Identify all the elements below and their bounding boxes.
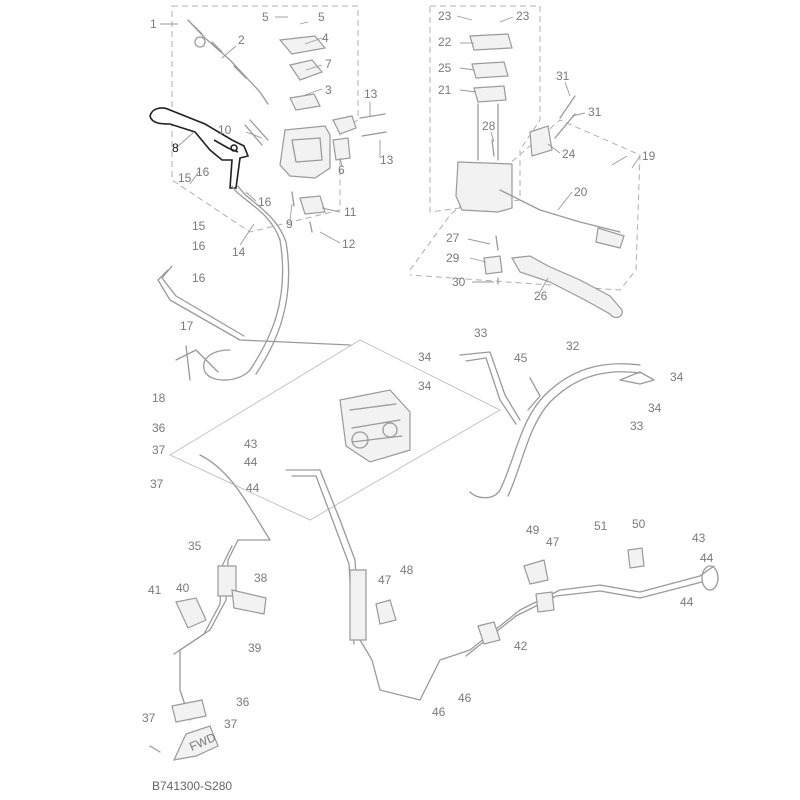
callout-31: 31	[556, 69, 570, 83]
callout-5: 5	[318, 10, 325, 24]
callout-37: 37	[224, 717, 238, 731]
callout-36: 36	[236, 695, 250, 709]
callout-3: 3	[325, 83, 332, 97]
callout-46: 46	[458, 691, 472, 705]
callout-44: 44	[700, 551, 714, 565]
rear-brake-hoses	[459, 351, 655, 499]
callout-50: 50	[632, 517, 646, 531]
fwd-arrow-icon: FWD	[172, 725, 219, 761]
callout-19: 19	[642, 149, 656, 163]
callout-34: 34	[670, 370, 684, 384]
abs-modulator	[339, 389, 411, 463]
callout-10: 10	[218, 123, 232, 137]
callout-9: 9	[286, 217, 293, 231]
callout-27: 27	[446, 231, 460, 245]
callout-13: 13	[364, 87, 378, 101]
callout-25: 25	[438, 61, 452, 75]
callout-14: 14	[232, 245, 246, 259]
callout-37: 37	[142, 711, 156, 725]
callout-44: 44	[680, 595, 694, 609]
callout-24: 24	[562, 147, 576, 161]
callout-43: 43	[692, 531, 706, 545]
callout-22: 22	[438, 35, 452, 49]
callout-1: 1	[150, 17, 157, 31]
callout-17: 17	[180, 319, 194, 333]
callout-40: 40	[176, 581, 190, 595]
callout-48: 48	[400, 563, 414, 577]
callout-20: 20	[574, 185, 588, 199]
callout-36: 36	[152, 421, 166, 435]
lower-brake-lines	[149, 454, 719, 753]
callout-16: 16	[196, 165, 210, 179]
callout-35: 35	[188, 539, 202, 553]
front-brake-lever[interactable]	[149, 107, 250, 189]
front-master-cylinder-outline	[171, 5, 359, 233]
callout-7: 7	[325, 57, 332, 71]
callout-43: 43	[244, 437, 258, 451]
callout-47: 47	[546, 535, 560, 549]
callout-23: 23	[516, 9, 530, 23]
rear-master-cylinder	[455, 33, 625, 285]
callout-41: 41	[148, 583, 162, 597]
callout-44: 44	[246, 481, 260, 495]
rear-master-cylinder-outline	[429, 5, 541, 213]
rear-assembly-outline	[409, 119, 641, 291]
callout-26: 26	[534, 289, 548, 303]
callout-11: 11	[344, 205, 357, 219]
callout-28: 28	[482, 119, 496, 133]
diagram-code: B741300-S280	[152, 779, 233, 793]
callout-51: 51	[594, 519, 608, 533]
callout-38: 38	[254, 571, 268, 585]
callout-23: 23	[438, 9, 452, 23]
callout-34: 34	[418, 350, 432, 364]
callout-29: 29	[446, 251, 460, 265]
callout-37: 37	[150, 477, 164, 491]
rear-brake-pedal	[511, 255, 623, 319]
callout-16: 16	[192, 239, 206, 253]
callout-15: 15	[192, 219, 206, 233]
callout-16: 16	[258, 195, 272, 209]
callout-42: 42	[514, 639, 528, 653]
callout-16: 16	[192, 271, 206, 285]
callout-34: 34	[648, 401, 662, 415]
callout-8: 8	[172, 141, 179, 155]
callout-47: 47	[378, 573, 392, 587]
callout-13: 13	[380, 153, 394, 167]
callout-31: 31	[588, 105, 602, 119]
callout-44: 44	[244, 455, 258, 469]
callout-30: 30	[452, 275, 466, 289]
callout-15: 15	[178, 171, 192, 185]
callout-33: 33	[474, 326, 488, 340]
callout-49: 49	[526, 523, 540, 537]
callout-45: 45	[514, 351, 528, 365]
callout-2: 2	[238, 33, 245, 47]
callout-4: 4	[322, 31, 329, 45]
callout-46: 46	[432, 705, 446, 719]
abs-unit-frame	[168, 339, 502, 521]
callout-5: 5	[262, 10, 269, 24]
callout-18: 18	[152, 391, 166, 405]
callout-37: 37	[152, 443, 166, 457]
callout-6: 6	[338, 163, 345, 177]
callout-12: 12	[342, 237, 356, 251]
callout-33: 33	[630, 419, 644, 433]
callout-32: 32	[566, 339, 580, 353]
callout-39: 39	[248, 641, 262, 655]
callout-leaders	[160, 15, 641, 293]
front-brake-hoses	[157, 185, 351, 381]
callout-21: 21	[438, 83, 452, 97]
callout-34: 34	[418, 379, 432, 393]
